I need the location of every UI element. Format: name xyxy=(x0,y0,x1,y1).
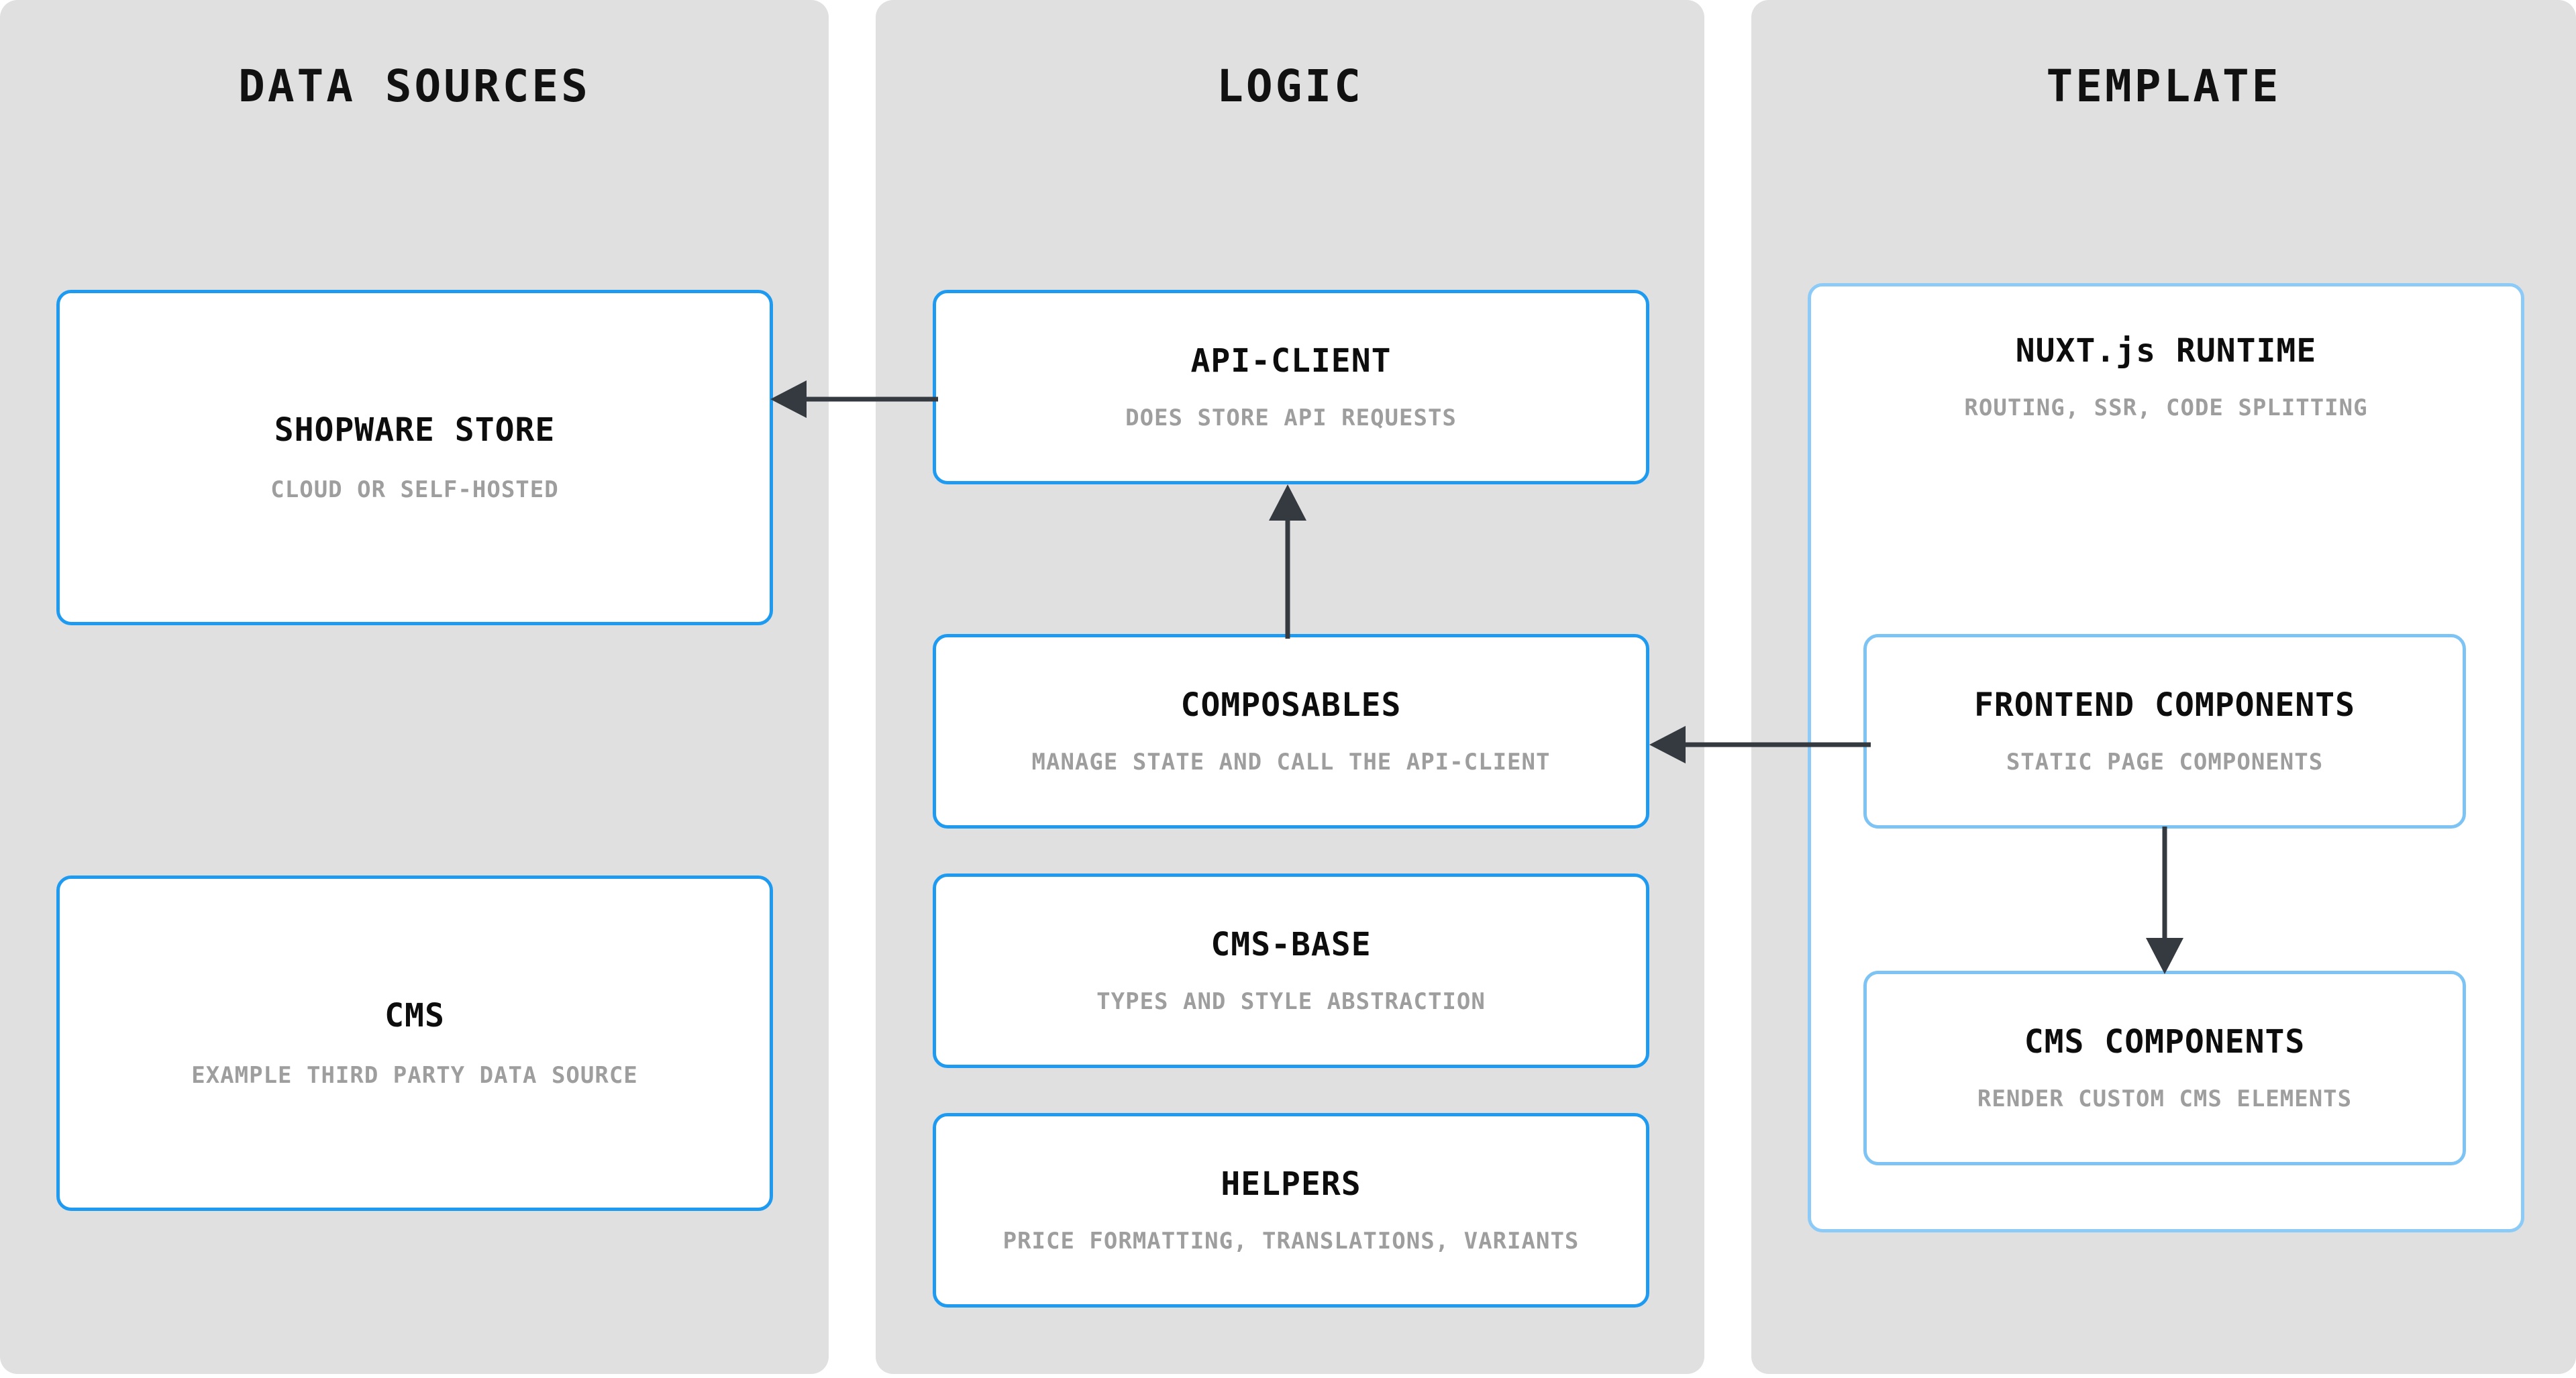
node-shopware-store[interactable]: SHOPWARE STORE CLOUD OR SELF-HOSTED xyxy=(56,290,773,625)
node-api-client[interactable]: API-CLIENT DOES STORE API REQUESTS xyxy=(933,290,1649,484)
node-subtitle-api-client: DOES STORE API REQUESTS xyxy=(1125,404,1457,431)
column-header-data-sources: DATA SOURCES xyxy=(238,60,590,112)
node-title-frontend-components: FRONTEND COMPONENTS xyxy=(1973,686,2356,724)
node-title-api-client: API-CLIENT xyxy=(1190,341,1392,380)
node-helpers[interactable]: HELPERS PRICE FORMATTING, TRANSLATIONS, … xyxy=(933,1113,1649,1308)
node-cms-components[interactable]: CMS COMPONENTS RENDER CUSTOM CMS ELEMENT… xyxy=(1863,971,2466,1165)
node-title-helpers: HELPERS xyxy=(1221,1165,1361,1203)
node-subtitle-composables: MANAGE STATE AND CALL THE API-CLIENT xyxy=(1031,748,1551,776)
node-title-cms: CMS xyxy=(384,996,445,1035)
node-title-shopware-store: SHOPWARE STORE xyxy=(274,411,556,449)
node-subtitle-nuxt-runtime: ROUTING, SSR, CODE SPLITTING xyxy=(1964,394,2368,421)
node-subtitle-cms: EXAMPLE THIRD PARTY DATA SOURCE xyxy=(191,1061,638,1089)
node-cms[interactable]: CMS EXAMPLE THIRD PARTY DATA SOURCE xyxy=(56,876,773,1211)
node-title-nuxt-runtime: NUXT.js RUNTIME xyxy=(2015,332,2317,370)
node-subtitle-frontend-components: STATIC PAGE COMPONENTS xyxy=(2006,748,2324,776)
node-title-composables: COMPOSABLES xyxy=(1180,686,1402,724)
node-title-cms-base: CMS-BASE xyxy=(1210,925,1372,963)
node-title-cms-components: CMS COMPONENTS xyxy=(2024,1022,2306,1061)
node-subtitle-cms-components: RENDER CUSTOM CMS ELEMENTS xyxy=(1977,1085,2353,1112)
column-header-template: TEMPLATE xyxy=(2046,60,2281,112)
node-subtitle-shopware-store: CLOUD OR SELF-HOSTED xyxy=(270,476,559,503)
node-subtitle-helpers: PRICE FORMATTING, TRANSLATIONS, VARIANTS xyxy=(1002,1227,1580,1255)
node-composables[interactable]: COMPOSABLES MANAGE STATE AND CALL THE AP… xyxy=(933,634,1649,829)
node-subtitle-cms-base: TYPES AND STYLE ABSTRACTION xyxy=(1096,988,1486,1015)
node-frontend-components[interactable]: FRONTEND COMPONENTS STATIC PAGE COMPONEN… xyxy=(1863,634,2466,829)
node-cms-base[interactable]: CMS-BASE TYPES AND STYLE ABSTRACTION xyxy=(933,873,1649,1068)
column-header-logic: LOGIC xyxy=(1217,60,1363,112)
